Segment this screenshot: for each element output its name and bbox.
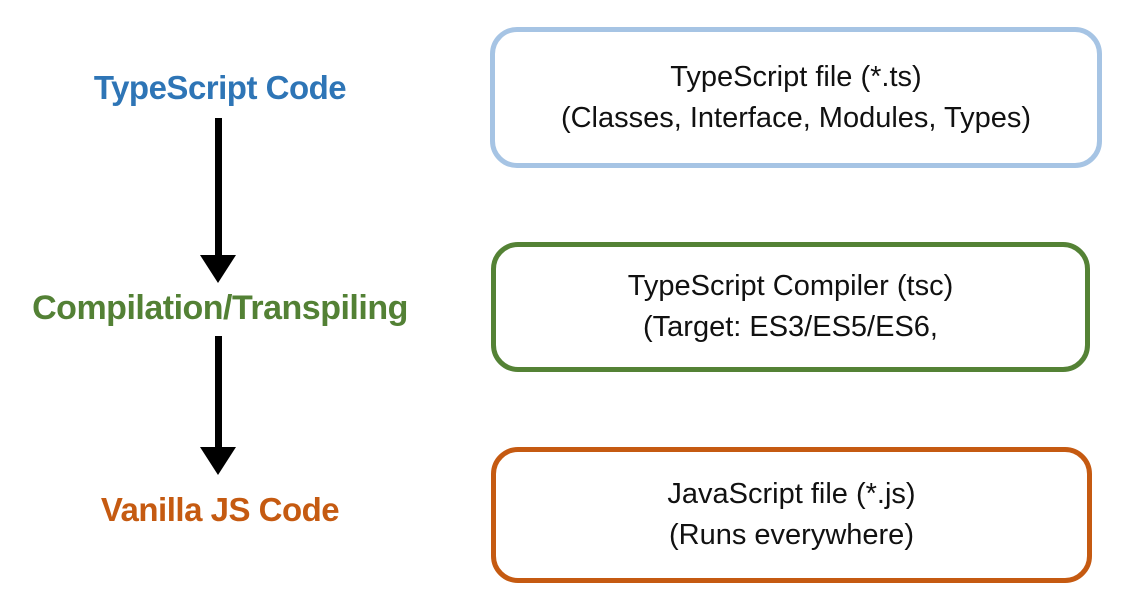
label-compilation-transpiling: Compilation/Transpiling: [32, 289, 408, 327]
label-vanilla-js-code: Vanilla JS Code: [100, 491, 340, 528]
box-typescript-compiler-line2: (Target: ES3/ES5/ES6,: [643, 311, 938, 343]
box-typescript-file: TypeScript file (*.ts) (Classes, Interfa…: [490, 27, 1102, 168]
label-typescript-code: TypeScript Code: [93, 69, 347, 106]
arrow-head: [200, 447, 236, 475]
box-typescript-compiler: TypeScript Compiler (tsc) (Target: ES3/E…: [491, 242, 1090, 372]
arrow-shaft: [214, 336, 222, 447]
arrow-shaft: [214, 118, 222, 255]
box-javascript-file-line1: JavaScript file (*.js): [667, 478, 916, 510]
box-typescript-compiler-line1: TypeScript Compiler (tsc): [627, 270, 954, 302]
box-typescript-file-line2: (Classes, Interface, Modules, Types): [560, 101, 1032, 134]
arrow-down-icon: [200, 336, 236, 475]
arrow-head: [200, 255, 236, 283]
box-javascript-file: JavaScript file (*.js) (Runs everywhere): [491, 447, 1092, 583]
box-javascript-file-line2: (Runs everywhere): [669, 519, 914, 551]
arrow-down-icon: [200, 118, 236, 283]
box-typescript-file-line1: TypeScript file (*.ts): [670, 60, 922, 93]
